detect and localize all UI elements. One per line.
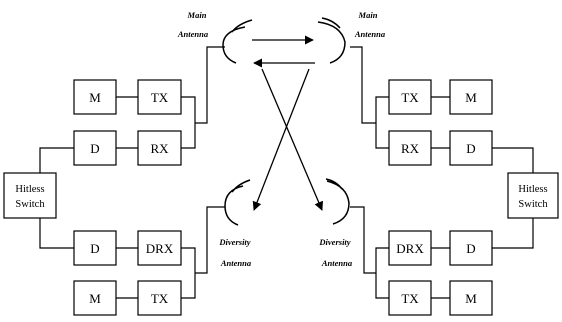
right-tx-top-label: TX bbox=[401, 90, 419, 105]
wire-right-diversity-feed bbox=[350, 206, 376, 274]
right-m-top-box: M bbox=[449, 79, 493, 115]
connection-wires bbox=[39, 46, 534, 299]
main-antenna-left-dish bbox=[222, 19, 253, 64]
right-drx-box: DRX bbox=[388, 230, 432, 266]
right-rx-label: RX bbox=[401, 141, 420, 156]
left-tx-bottom-label: TX bbox=[151, 291, 169, 306]
arrow-cross-to-diversity-right bbox=[261, 68, 323, 211]
right-tx-bottom-label: TX bbox=[401, 291, 419, 306]
left-d-top-label: D bbox=[90, 141, 99, 156]
main-antenna-left-label-1: Main bbox=[187, 10, 207, 20]
right-d-top-box: D bbox=[449, 130, 493, 166]
left-drx-box: DRX bbox=[137, 230, 182, 266]
left-tx-top-label: TX bbox=[151, 90, 169, 105]
right-hitless-switch-label-2: Switch bbox=[518, 199, 548, 210]
left-drx-label: DRX bbox=[146, 241, 174, 256]
wire-left-diversity-antenna bbox=[181, 247, 196, 299]
main-antenna-right-label-2: Antenna bbox=[354, 29, 386, 39]
right-tx-bottom-box: TX bbox=[388, 280, 432, 316]
wire-left-switch-bottom bbox=[39, 218, 74, 249]
right-tx-top-box: TX bbox=[388, 79, 432, 115]
main-antenna-right-label-1: Main bbox=[358, 10, 378, 20]
left-m-top-box: M bbox=[73, 79, 117, 115]
wire-left-main-antenna bbox=[181, 96, 196, 149]
right-d-bottom-box: D bbox=[449, 230, 493, 266]
diversity-antenna-left-dish bbox=[224, 179, 251, 226]
left-d-bottom-box: D bbox=[73, 230, 117, 266]
right-d-bottom-label: D bbox=[466, 241, 475, 256]
right-d-top-label: D bbox=[466, 141, 475, 156]
left-m-bottom-box: M bbox=[73, 280, 117, 316]
diversity-antenna-right-label-1: Diversity bbox=[318, 237, 350, 247]
main-antenna-right-dish bbox=[317, 17, 346, 64]
diversity-antenna-left-label-2: Antenna bbox=[220, 258, 252, 268]
right-drx-label: DRX bbox=[396, 241, 424, 256]
left-hitless-switch-box: Hitless Switch bbox=[3, 172, 57, 219]
wire-right-main-feed bbox=[350, 46, 376, 124]
left-m-top-label: M bbox=[89, 90, 101, 105]
left-hitless-switch-label-1: Hitless bbox=[15, 184, 44, 195]
wire-right-main-antenna bbox=[375, 96, 389, 149]
left-d-top-box: D bbox=[73, 130, 117, 166]
left-rx-box: RX bbox=[137, 130, 182, 166]
right-rx-box: RX bbox=[388, 130, 432, 166]
wire-right-switch-bottom bbox=[492, 218, 534, 249]
left-tx-top-box: TX bbox=[137, 79, 182, 115]
right-m-top-label: M bbox=[465, 90, 477, 105]
wire-left-main-feed bbox=[195, 46, 225, 124]
right-m-bottom-box: M bbox=[449, 280, 493, 316]
wire-left-diversity-feed bbox=[195, 206, 225, 274]
left-m-bottom-label: M bbox=[89, 291, 101, 306]
left-tx-bottom-box: TX bbox=[137, 280, 182, 316]
wire-left-switch-top bbox=[39, 147, 74, 173]
left-hitless-switch-label-2: Switch bbox=[15, 199, 45, 210]
right-hitless-switch-label-1: Hitless bbox=[518, 184, 547, 195]
wire-right-switch-top bbox=[492, 147, 534, 173]
diversity-antenna-left-label-1: Diversity bbox=[218, 237, 250, 247]
wire-right-diversity-antenna bbox=[375, 247, 389, 299]
arrow-cross-to-diversity-left bbox=[252, 68, 310, 211]
diversity-antenna-right-label-2: Antenna bbox=[321, 258, 353, 268]
left-rx-label: RX bbox=[150, 141, 169, 156]
right-m-bottom-label: M bbox=[465, 291, 477, 306]
right-hitless-switch-box: Hitless Switch bbox=[507, 172, 559, 219]
link-arrows bbox=[252, 35, 323, 211]
left-d-bottom-label: D bbox=[90, 241, 99, 256]
main-antenna-left-label-2: Antenna bbox=[177, 29, 209, 39]
diversity-antenna-right-dish bbox=[325, 178, 350, 225]
